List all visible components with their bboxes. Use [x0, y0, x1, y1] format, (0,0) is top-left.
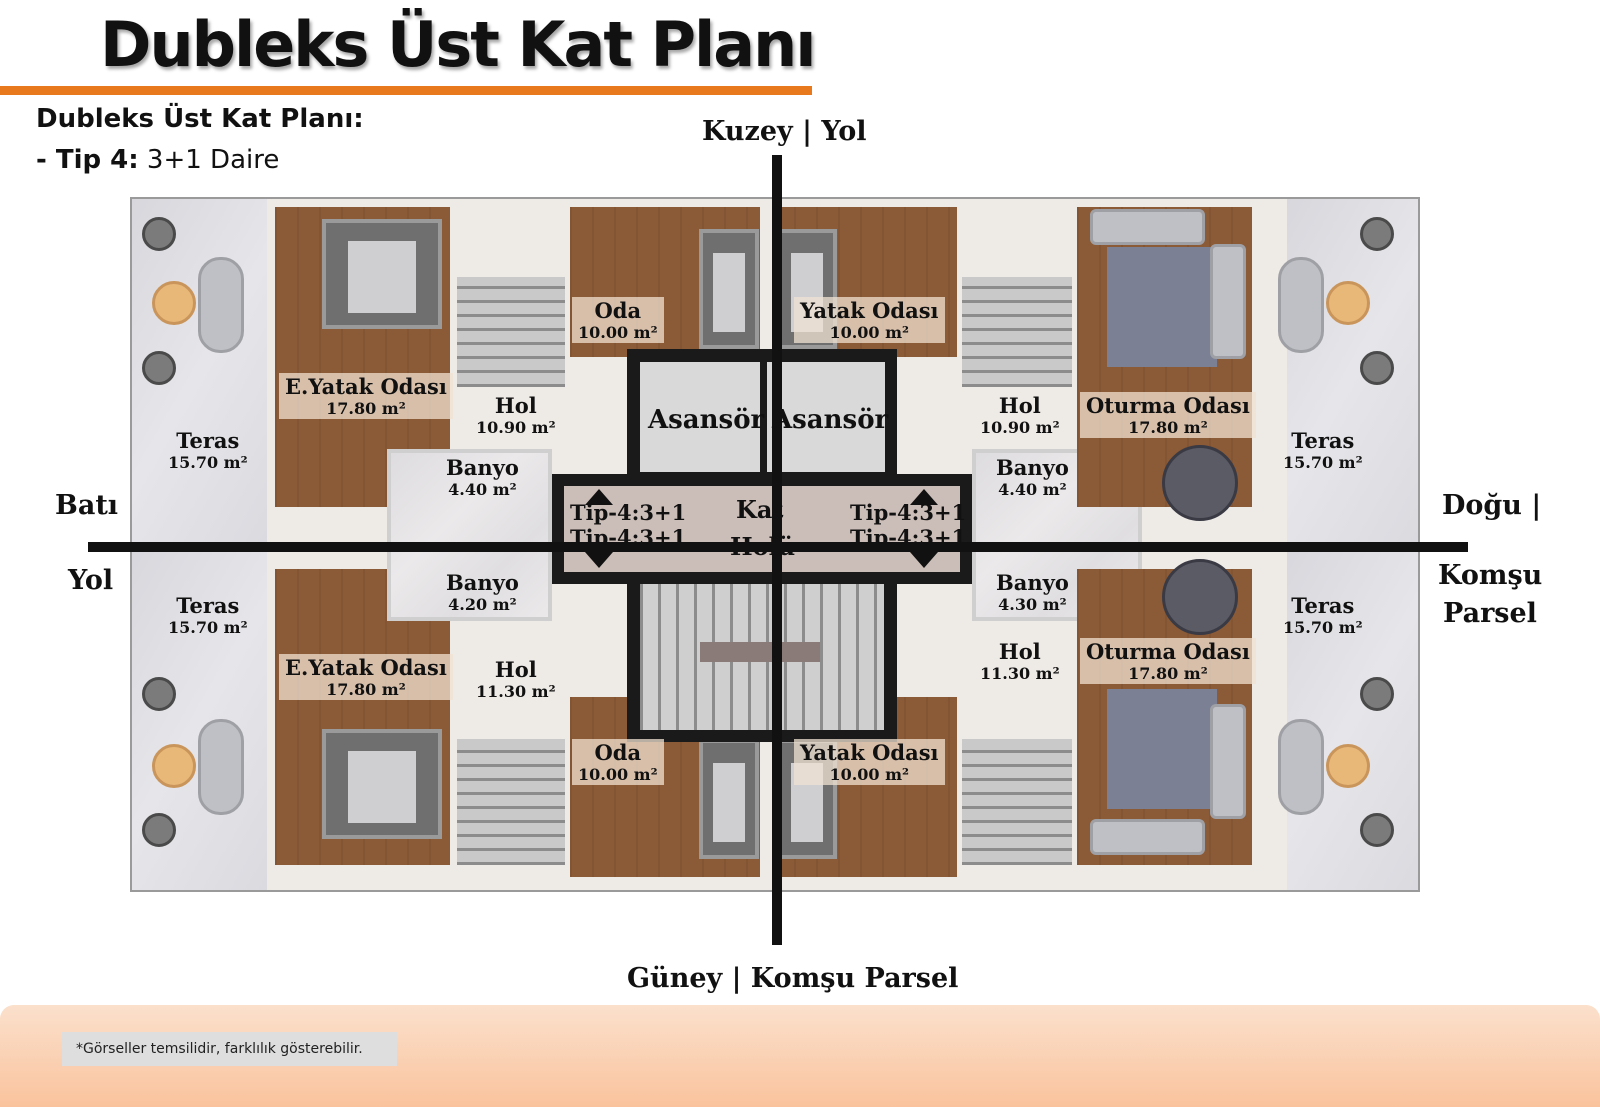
terrace-chair-se-1: [1360, 677, 1394, 711]
bed-oda-n: [699, 229, 759, 349]
terrace-chair-sw-1: [142, 677, 176, 711]
terrace-se: [1287, 543, 1418, 890]
terrace-ne: [1287, 199, 1418, 543]
terrace-chair-nw-2: [142, 351, 176, 385]
sofa-se-side: [1210, 704, 1246, 819]
stairs-nw: [457, 277, 565, 387]
page-title: Dubleks Üst Kat Planı: [100, 8, 817, 81]
direction-east-bottom-1: Komşu: [1438, 560, 1543, 591]
stairs-ne: [962, 277, 1072, 387]
label-tip-right-1: Tip-4:3+1: [850, 500, 967, 525]
direction-east-bottom-2: Parsel: [1443, 598, 1537, 629]
axis-west-east: [88, 542, 1468, 552]
terrace-chair-ne-1: [1360, 217, 1394, 251]
label-tip-left-1: Tip-4:3+1: [570, 500, 687, 525]
terrace-sofa-se: [1278, 719, 1324, 815]
rug-ne: [1107, 247, 1217, 367]
label-asansor-2: Asansör: [772, 405, 889, 435]
arrow-up-left: [585, 489, 613, 505]
dining-table-se: [1162, 559, 1238, 635]
sofa-ne-top: [1090, 209, 1205, 245]
rug-se: [1107, 689, 1217, 809]
bed-nw: [322, 219, 442, 329]
terrace-chair-sw-2: [142, 813, 176, 847]
direction-east-top: Doğu |: [1442, 490, 1542, 521]
sofa-ne-side: [1210, 244, 1246, 359]
terrace-table-sw: [152, 744, 196, 788]
stair-landing: [700, 642, 820, 662]
terrace-table-nw: [152, 281, 196, 325]
arrow-down-left: [585, 552, 613, 568]
sofa-se-bottom: [1090, 819, 1205, 855]
terrace-nw: [132, 199, 267, 543]
label-asansor-1: Asansör: [648, 405, 765, 435]
direction-west-bottom: Yol: [68, 565, 114, 596]
dining-table-ne: [1162, 445, 1238, 521]
terrace-chair-se-2: [1360, 813, 1394, 847]
bed-oda-s: [699, 739, 759, 859]
arrow-up-right: [910, 489, 938, 505]
disclaimer-note: *Görseller temsilidir, farklılık göstere…: [62, 1032, 397, 1066]
terrace-chair-nw-1: [142, 217, 176, 251]
terrace-sofa-nw: [198, 257, 244, 353]
bed-sw: [322, 729, 442, 839]
elevator-2: [767, 362, 885, 472]
bathroom-block-w: [387, 449, 552, 621]
subtitle-heading: Dubleks Üst Kat Planı:: [36, 104, 364, 134]
stairs-se: [962, 739, 1072, 865]
direction-west-top: Batı |: [55, 490, 138, 521]
terrace-table-se: [1326, 744, 1370, 788]
terrace-sofa-ne: [1278, 257, 1324, 353]
terrace-table-ne: [1326, 281, 1370, 325]
direction-north: Kuzey | Yol: [702, 116, 867, 147]
terrace-sofa-sw: [198, 719, 244, 815]
subtitle-type-prefix: - Tip 4:: [36, 145, 139, 175]
terrace-chair-ne-2: [1360, 351, 1394, 385]
subtitle-type: - Tip 4: 3+1 Daire: [36, 145, 279, 175]
stairs-sw: [457, 739, 565, 865]
floor-corridor: [564, 486, 960, 572]
direction-south: Güney | Komşu Parsel: [627, 963, 959, 994]
subtitle-type-value: 3+1 Daire: [146, 145, 280, 175]
arrow-down-right: [910, 552, 938, 568]
elevator-1: [640, 362, 760, 472]
title-underline: [0, 86, 812, 95]
